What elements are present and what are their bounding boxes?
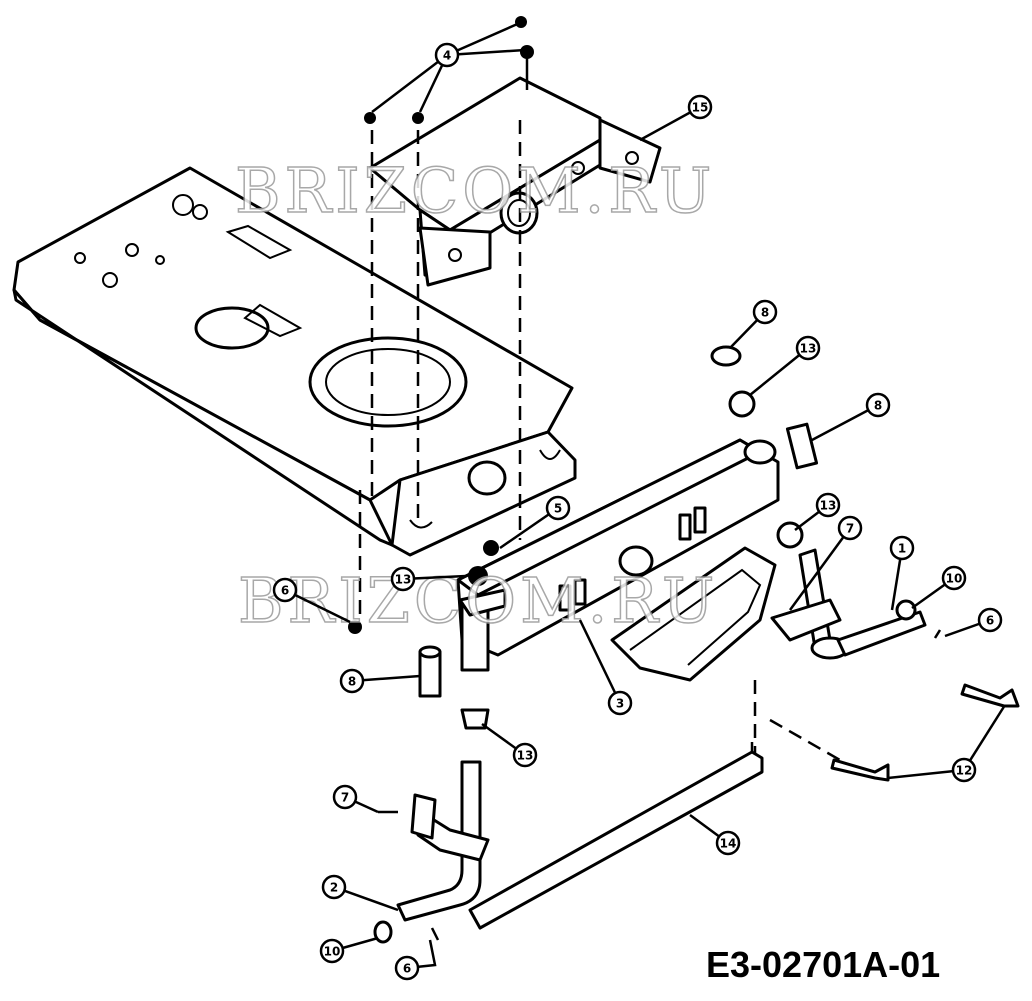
svg-text:5: 5	[554, 502, 562, 516]
callout-item-4: 4	[434, 42, 460, 68]
callout-item-13-top: 13	[795, 335, 821, 361]
callout-item-7-left: 7	[332, 784, 358, 810]
front-axle	[456, 438, 780, 657]
callout-item-15: 15	[687, 94, 713, 120]
callout-item-6-right: 6	[977, 607, 1003, 633]
callout-item-6-left: 6	[272, 577, 298, 603]
svg-text:6: 6	[281, 584, 289, 598]
svg-text:2: 2	[330, 881, 338, 895]
svg-text:10: 10	[946, 572, 963, 586]
callout-item-7-right: 7	[837, 515, 863, 541]
drawing-code: E3-02701A-01	[706, 944, 940, 985]
lower-spindle	[396, 760, 490, 922]
svg-text:6: 6	[403, 962, 411, 976]
callout-item-8-top: 8	[752, 299, 778, 325]
left-spindle	[458, 566, 507, 730]
frame-plate	[12, 166, 577, 557]
callout-item-12: 12	[951, 757, 977, 783]
callout-item-1: 1	[889, 535, 915, 561]
svg-text:8: 8	[348, 675, 356, 689]
svg-text:14: 14	[720, 837, 737, 851]
svg-text:13: 13	[800, 342, 817, 356]
top-bracket	[368, 76, 662, 287]
svg-text:8: 8	[761, 306, 769, 320]
hardware	[348, 345, 1020, 944]
svg-text:7: 7	[846, 522, 854, 536]
svg-text:7: 7	[341, 791, 349, 805]
callout-item-10-right: 10	[941, 565, 967, 591]
callout-item-13-bottom: 13	[512, 742, 538, 768]
tie-rod	[468, 742, 764, 930]
watermark-middle: BRIZCOM.RU	[238, 564, 718, 637]
right-spindle	[770, 521, 927, 660]
svg-text:10: 10	[324, 945, 341, 959]
callout-item-5: 5	[545, 495, 571, 521]
svg-text:6: 6	[986, 614, 994, 628]
svg-text:13: 13	[395, 573, 412, 587]
callout-item-13-right: 13	[815, 492, 841, 518]
assembly-lines	[358, 120, 841, 762]
svg-text:3: 3	[616, 697, 624, 711]
callout-item-13-left: 13	[390, 566, 416, 592]
watermark-top: BRIZCOM.RU	[235, 154, 715, 227]
callout-item-8-right: 8	[865, 392, 891, 418]
svg-text:8: 8	[874, 399, 882, 413]
svg-text:4: 4	[443, 49, 451, 63]
svg-text:15: 15	[692, 101, 709, 115]
steering-plate	[610, 546, 777, 682]
svg-text:13: 13	[517, 749, 534, 763]
callout-item-10-left: 10	[319, 938, 345, 964]
svg-text:1: 1	[898, 542, 906, 556]
svg-text:12: 12	[956, 764, 973, 778]
callout-item-8-left: 8	[339, 668, 365, 694]
callout-item-2: 2	[321, 874, 347, 900]
svg-text:13: 13	[820, 499, 837, 513]
callout-item-6-bottom: 6	[394, 955, 420, 981]
callout-item-3: 3	[607, 690, 633, 716]
callout-item-14: 14	[715, 830, 741, 856]
